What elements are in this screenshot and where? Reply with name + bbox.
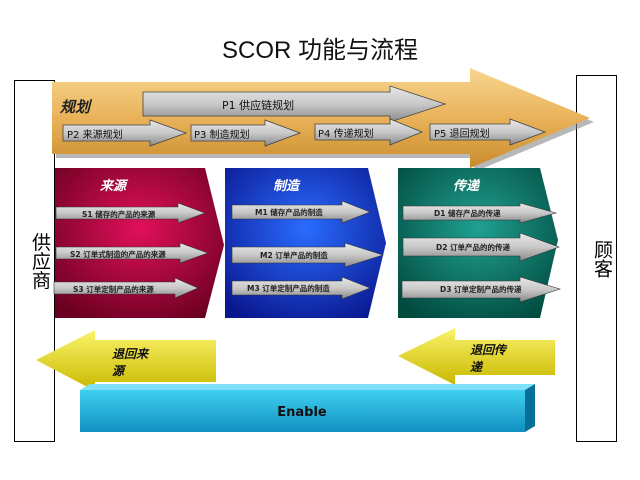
make-block [225,168,386,318]
s3-label: S3 订单定制产品的来源 [73,284,154,294]
p2-label: P2 来源规划 [67,128,123,141]
enable-bar [80,390,525,432]
deliver-label: 传递 [453,178,481,194]
enable-bar-top [80,384,535,390]
return-deliver-label-2: 递 [470,360,484,374]
s2-arrow [55,242,209,264]
s2-label: S2 订单式制造的产品的来源 [70,249,166,259]
enable-bar-side [525,384,535,432]
customer-label: 顾客 [591,239,613,278]
plan-label: 规划 [60,98,93,116]
slide-title: SCOR 功能与流程 [221,37,418,64]
p4-arrow [314,118,424,146]
d2-arrow [402,232,560,262]
p3-label: P3 制造规划 [194,128,250,141]
return-deliver-label-1: 退回传 [470,343,508,357]
d1-label: D1 储存产品的传递 [434,208,501,218]
plan-item-arrows [62,85,547,147]
m2-label: M2 订单产品的制造 [260,250,328,260]
make-label: 制造 [273,178,301,194]
d3-label: D3 订单定制产品的传递 [440,284,522,294]
s1-label: S1 储存的产品的来源 [82,209,156,219]
p1-label: P1 供应链规划 [222,98,294,112]
return-source-label-2: 源 [112,364,127,378]
m3-arrow [231,276,371,300]
return-deliver-arrow [398,328,555,385]
m2-arrow [231,242,384,268]
source-block [55,168,224,318]
d2-label: D2 订单产品的的传递 [436,242,511,252]
enable-label: Enable [277,405,327,420]
p2-arrow [62,119,188,147]
s3-arrow [53,277,199,299]
supplier-box: 供应商 [14,80,55,442]
p4-label: P4 传递规划 [318,127,374,140]
s1-arrow [55,202,206,224]
customer-box: 顾客 [576,75,617,442]
p3-arrow [190,119,302,147]
source-label: 来源 [100,178,129,194]
d3-arrow [401,276,562,303]
m1-arrow [231,200,371,224]
d1-arrow [402,202,558,224]
return-source-label-1: 退回来 [112,347,150,361]
m1-label: M1 储存产品的制造 [255,207,323,217]
p1-arrow [142,85,447,123]
p5-arrow [429,118,547,146]
m3-label: M3 订单定制产品的制造 [247,283,330,293]
return-source-arrow [36,330,216,391]
supplier-label: 供应商 [29,232,51,290]
p5-label: P5 退回规划 [434,127,490,140]
